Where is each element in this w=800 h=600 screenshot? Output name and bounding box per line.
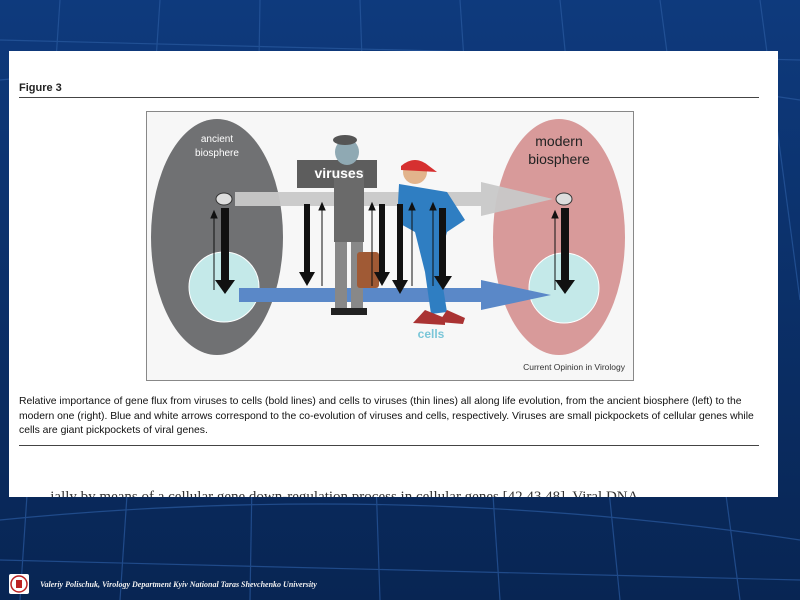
- figure-credit: Current Opinion in Virology: [523, 362, 626, 372]
- modern-label-2: biosphere: [528, 151, 590, 167]
- viruses-coevolution-arrow: [235, 182, 553, 216]
- ancient-label-2: biosphere: [195, 148, 239, 159]
- ancient-label-1: ancient: [201, 134, 233, 145]
- modern-label-1: modern: [535, 133, 582, 149]
- university-logo: [9, 574, 29, 594]
- figure-illustration: ancient biosphere modern biosphere: [151, 119, 626, 372]
- paper-page: Figure 3 ancient biosphere modern biosph…: [9, 51, 778, 497]
- footer-credit: Valeriy Polischuk, Virology Department K…: [40, 580, 317, 589]
- cells-label: cells: [418, 327, 445, 341]
- virus-to-cell-arrows: [215, 204, 575, 294]
- ancient-virus-dot: [215, 192, 233, 206]
- cell-to-virus-arrows: [210, 201, 559, 290]
- modern-virus-dot: [555, 192, 573, 206]
- bottom-divider: [19, 445, 759, 446]
- figure-caption: Relative importance of gene flux from vi…: [19, 396, 754, 436]
- pickpocket-man-illustration: [297, 135, 379, 315]
- figure-image: ancient biosphere modern biosphere: [146, 111, 634, 381]
- viruses-label: viruses: [314, 165, 363, 181]
- pickpocket-worker-illustration: [397, 160, 465, 325]
- cut-off-body-text: ...ially by means of a cellular gene dow…: [39, 489, 650, 497]
- cells-coevolution-arrow: [239, 280, 551, 310]
- top-divider: [19, 97, 759, 98]
- figure-label: Figure 3: [19, 82, 62, 94]
